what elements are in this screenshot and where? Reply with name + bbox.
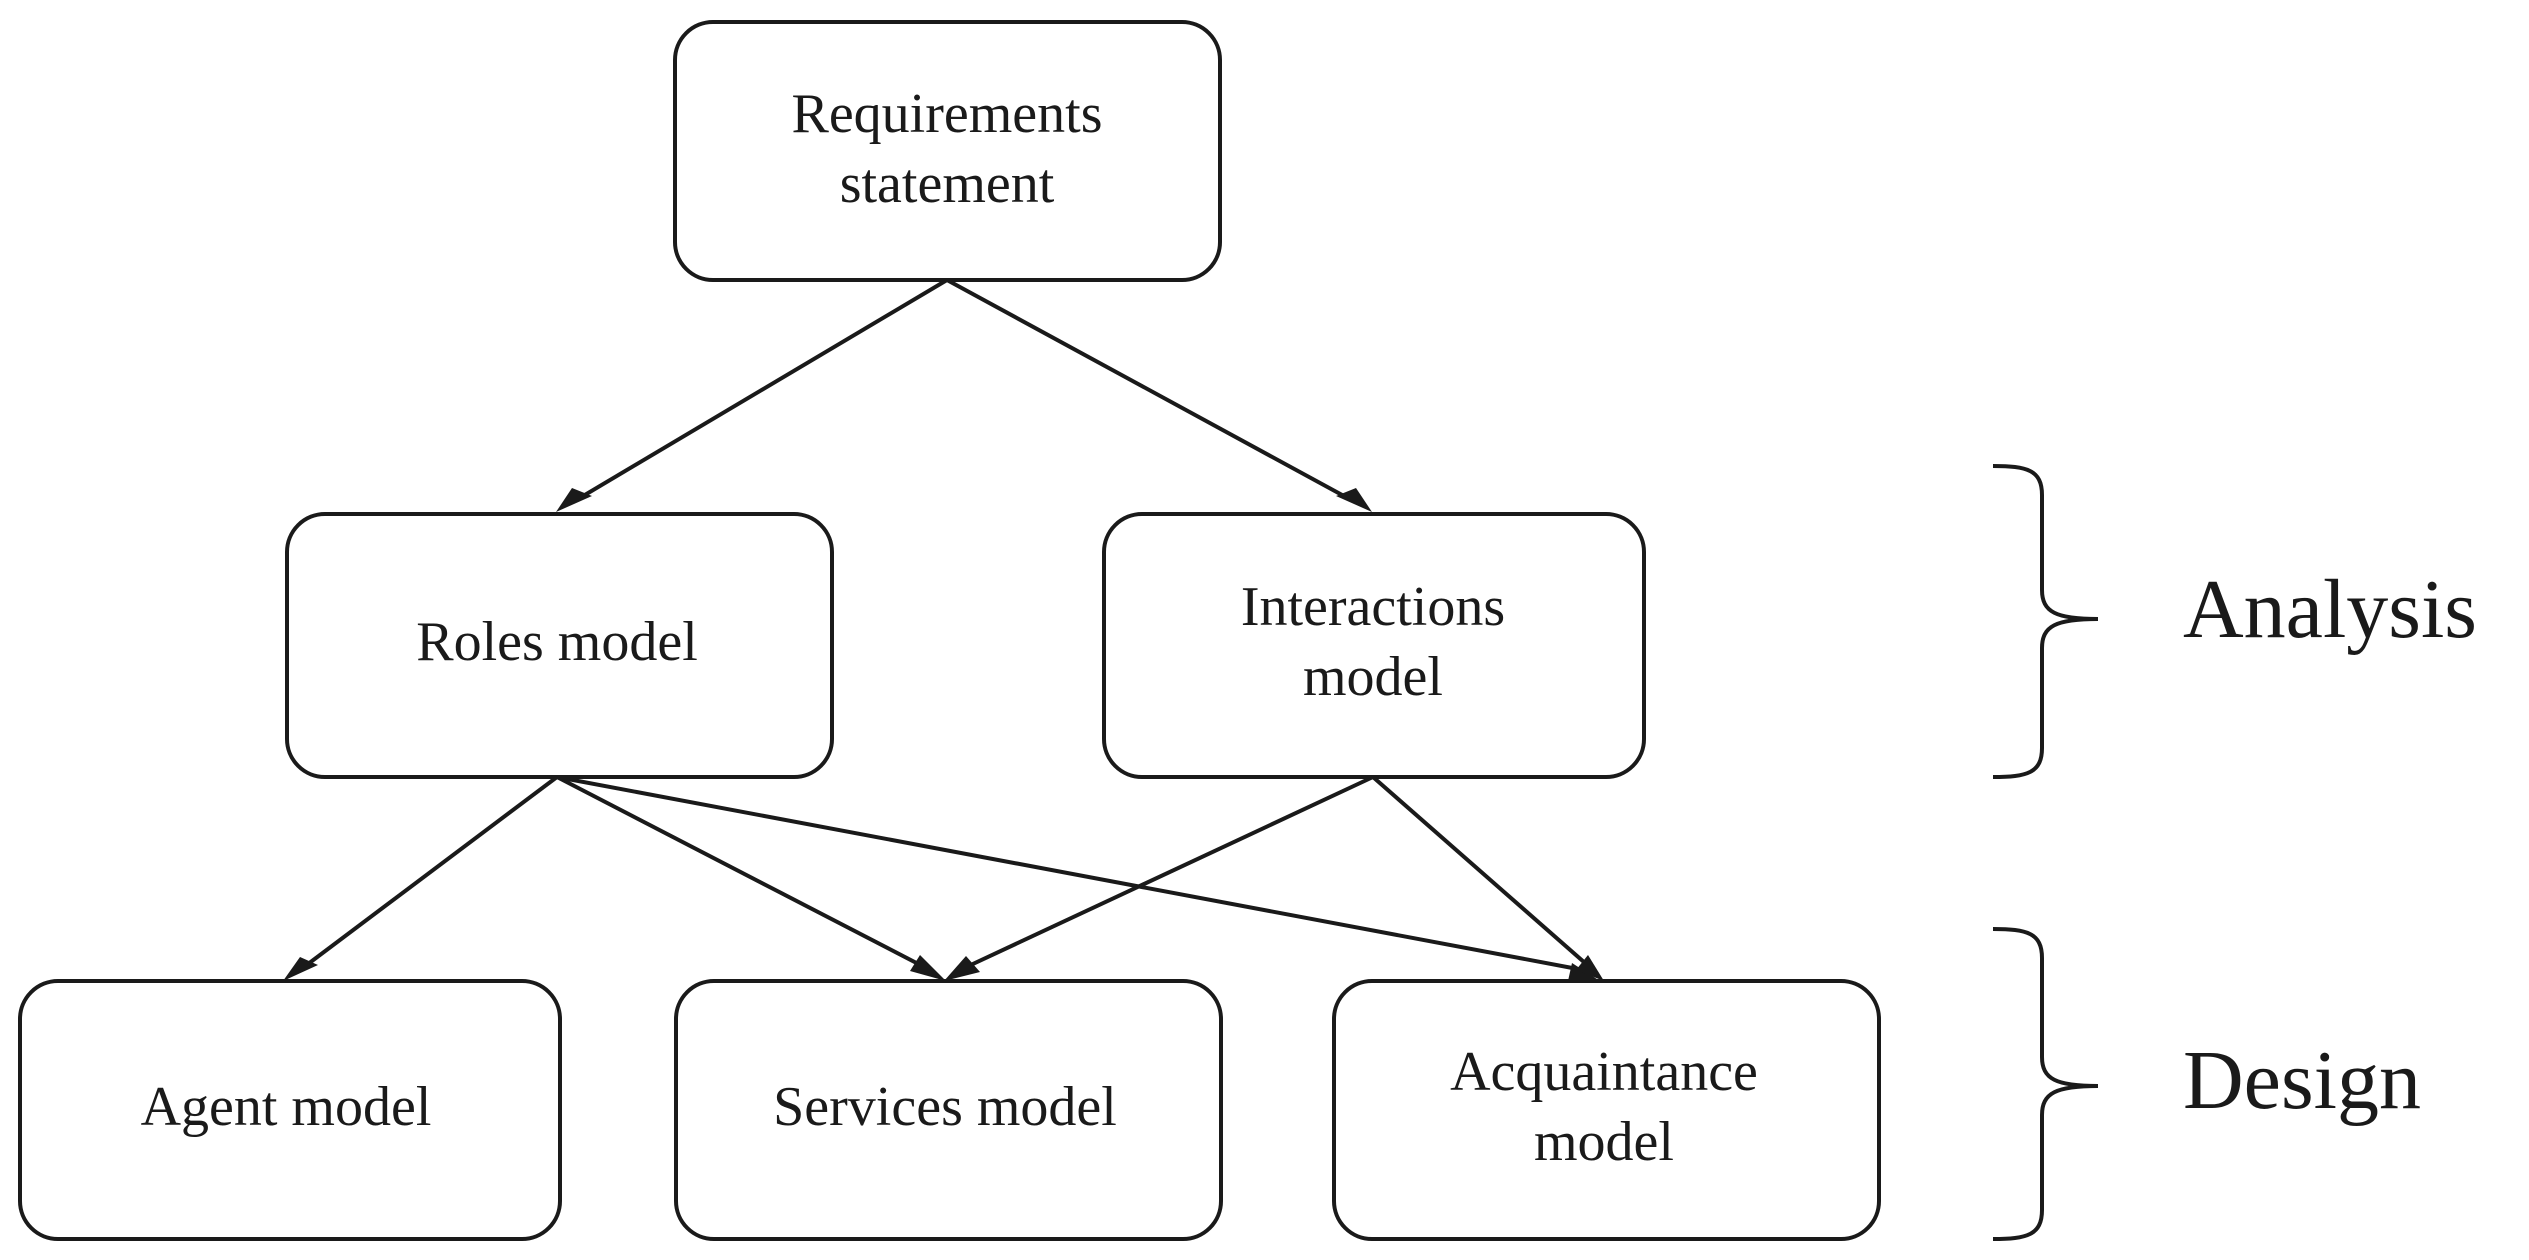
node-roles-line-1: Roles model bbox=[416, 611, 698, 673]
arrowhead-acquaintance-from-interactions bbox=[1576, 955, 1604, 981]
node-interactions-line-1: Interactions bbox=[1241, 576, 1505, 638]
node-services-box bbox=[674, 979, 1223, 1241]
edge-roles-to-agent bbox=[298, 775, 559, 972]
phase-design: Design bbox=[1992, 927, 2421, 1241]
arrowhead-services-from-interactions bbox=[944, 956, 980, 981]
node-services-model: Services model bbox=[674, 979, 1223, 1241]
node-interactions-model: Interactions model bbox=[1102, 512, 1646, 779]
analysis-brace bbox=[1992, 464, 2099, 779]
design-brace bbox=[1992, 927, 2099, 1241]
arrowhead-agent bbox=[283, 957, 318, 981]
node-requirements-statement: Requirements statement bbox=[673, 20, 1222, 282]
node-acquaintance-line-1: Acquaintance bbox=[1450, 1041, 1758, 1103]
node-agent-model: Agent model bbox=[18, 979, 562, 1241]
arrowhead-services-from-roles bbox=[910, 955, 946, 981]
node-requirements-line-2: statement bbox=[840, 153, 1055, 215]
node-roles-box bbox=[285, 512, 834, 779]
edges-layer bbox=[298, 278, 1595, 972]
node-requirements-line-1: Requirements bbox=[791, 83, 1102, 145]
edge-roles-to-acquaintance bbox=[556, 775, 1584, 972]
analysis-label: Analysis bbox=[2183, 563, 2477, 656]
node-acquaintance-line-2: model bbox=[1534, 1111, 1674, 1173]
node-agent-line-1: Agent model bbox=[141, 1076, 432, 1138]
arrowhead-roles bbox=[556, 488, 592, 512]
node-interactions-line-2: model bbox=[1303, 646, 1443, 708]
edge-interactions-to-acquaintance bbox=[1371, 775, 1595, 972]
arrowheads-layer bbox=[283, 488, 1604, 981]
node-services-line-1: Services model bbox=[773, 1076, 1117, 1138]
edge-roles-to-services bbox=[556, 775, 931, 972]
edge-requirements-to-roles bbox=[571, 278, 949, 504]
edge-requirements-to-interactions bbox=[946, 278, 1356, 504]
node-requirements-box bbox=[673, 20, 1222, 282]
node-acquaintance-model: Acquaintance model bbox=[1332, 979, 1881, 1241]
design-label: Design bbox=[2183, 1034, 2421, 1127]
node-interactions-box bbox=[1102, 512, 1646, 779]
node-agent-box bbox=[18, 979, 562, 1241]
node-acquaintance-box bbox=[1332, 979, 1881, 1241]
phase-analysis: Analysis bbox=[1992, 464, 2477, 779]
arrowhead-interactions bbox=[1336, 488, 1372, 512]
node-roles-model: Roles model bbox=[285, 512, 834, 779]
edge-interactions-to-services bbox=[959, 775, 1374, 972]
